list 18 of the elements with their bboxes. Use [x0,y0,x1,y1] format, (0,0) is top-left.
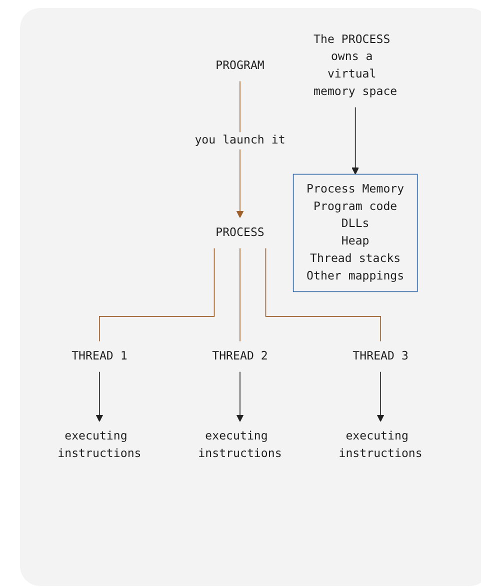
node-text: PROCESS [216,226,264,240]
node-text: The PROCESS owns a virtual memory space [314,32,398,98]
connector [265,248,381,342]
node-text: THREAD 2 [212,350,268,363]
arrow [236,371,244,422]
arrow [96,371,104,422]
node-text: executing instructions [338,430,422,460]
node-text: executing instructions [58,430,142,460]
arrow [352,106,359,175]
node-text: executing instructions [198,430,282,460]
node-text: THREAD 3 [352,350,408,363]
edge-label: you launch it [194,132,286,150]
node-text: THREAD 1 [72,350,128,363]
connector [99,248,215,342]
arrow [376,371,384,422]
node-box [292,174,418,292]
card-background: The PROCESS owns a virtual memory space PROGRAM you launch it Process Memory Program code DLLs Heap Thread stacks Other mappings PROCESS THREAD 1 THREAD 2 THREAD 3 executing instructions executing instructions executing instructions [20,8,481,586]
node-text: PROGRAM [216,58,264,72]
